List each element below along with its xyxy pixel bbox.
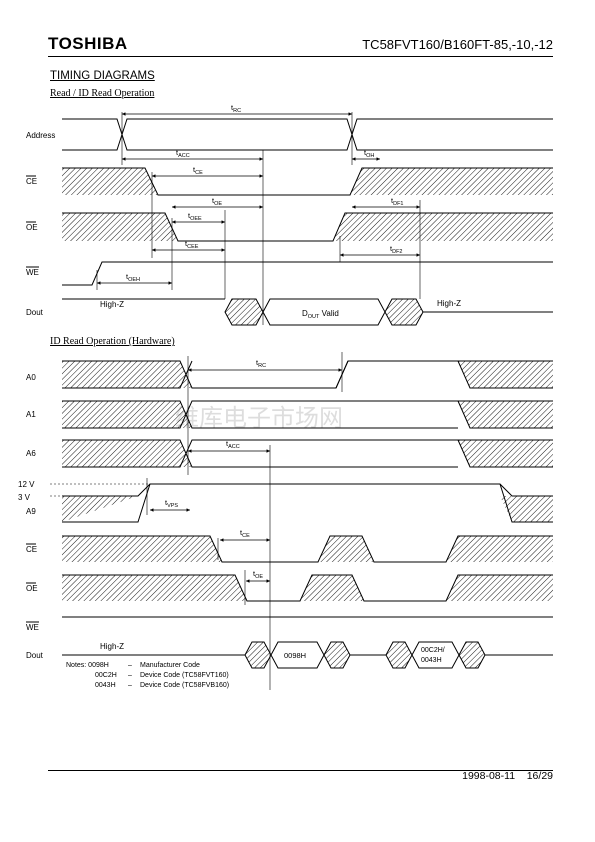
signal-label-a0: A0	[26, 373, 36, 382]
footer-rule	[48, 770, 553, 771]
dout2-transition-2	[323, 641, 351, 669]
label-trc: tRC	[231, 103, 241, 114]
signal-label-dout: Dout	[26, 308, 44, 317]
signal-label-oe: OE	[26, 223, 38, 232]
label2-trc: tRC	[256, 358, 266, 369]
part-number: TC58FVT160/B160FT-85,-10,-12	[362, 37, 553, 52]
waveform-ce2	[62, 535, 553, 563]
signal-label-we: WE	[26, 268, 39, 277]
section-title: TIMING DIAGRAMS	[50, 70, 155, 82]
label-tcee: tCEE	[185, 239, 199, 250]
signal-label-a1: A1	[26, 410, 36, 419]
dout2-transition-4	[458, 641, 486, 669]
note-2-desc: Device Code (TC58FVT160)	[140, 672, 229, 679]
header-rule	[48, 56, 553, 57]
dout-transition-2	[384, 298, 424, 326]
label-tdf1: tDF1	[391, 196, 403, 207]
diagram2-title: ID Read Operation (Hardware)	[50, 336, 175, 347]
signal-label-a6: A6	[26, 449, 36, 458]
label-dout-valid: DOUT Valid	[302, 309, 339, 320]
label-highz-right: High-Z	[437, 299, 461, 308]
footer-page: 16/29	[526, 770, 553, 782]
label-toe: tOE	[212, 196, 222, 207]
label-tacc: tACC	[176, 148, 190, 159]
signal-label-we2: WE	[26, 623, 39, 632]
label2-tce: tCE	[240, 528, 250, 539]
signal-label-a9: A9	[26, 507, 36, 516]
label2-code2-line2: 0043H	[421, 657, 442, 664]
level-12v: 12 V	[18, 480, 35, 489]
note-3-dash: –	[128, 682, 132, 689]
label2-code2-line1: 00C2H/	[421, 647, 445, 654]
dout2-code2-box	[411, 641, 460, 669]
label2-tacc: tACC	[226, 439, 240, 450]
diagram1-title: Read / ID Read Operation	[50, 88, 155, 99]
footer-date: 1998-08-11	[462, 770, 516, 782]
signal-label-oe2: OE	[26, 584, 38, 593]
level-3v: 3 V	[18, 493, 31, 502]
label2-tvps: tVPS	[165, 498, 178, 509]
label-toee: tOEE	[188, 211, 202, 222]
note-1-code: Notes: 0098H	[66, 662, 109, 669]
label2-code1: 0098H	[284, 651, 306, 660]
signal-label-address: Address	[26, 131, 55, 140]
waveform-oe2	[62, 574, 553, 602]
watermark: 维库电子市场网	[175, 404, 343, 432]
label-toh: tOH	[364, 148, 374, 159]
note-3-code: 0043H	[95, 682, 116, 689]
waveform-address-lower	[62, 118, 553, 151]
note-3-desc: Device Code (TC58FVB160)	[140, 682, 229, 689]
signal-label-dout2: Dout	[26, 651, 44, 660]
note-2-dash: –	[128, 672, 132, 679]
note-1-desc: Manufacturer Code	[140, 662, 200, 669]
dout2-transition-3	[385, 641, 413, 669]
label2-highz: High-Z	[100, 642, 124, 651]
label-tce: tCE	[193, 165, 203, 176]
footer: 1998-08-11 16/29	[462, 770, 553, 782]
signal-label-ce: CE	[26, 177, 37, 186]
dout-transition-1	[224, 298, 264, 326]
waveform-address-upper	[62, 118, 553, 151]
label-highz-left: High-Z	[100, 300, 124, 309]
dout2-transition-1	[244, 641, 272, 669]
note-1-dash: –	[128, 662, 132, 669]
brand-logo: TOSHIBA	[48, 34, 128, 53]
label-toeh: tOEH	[126, 272, 140, 283]
waveform-a9	[62, 483, 513, 497]
label2-toe: tOE	[253, 569, 263, 580]
label-tdf2: tDF2	[390, 244, 402, 255]
note-2-code: 00C2H	[95, 672, 117, 679]
signal-label-ce2: CE	[26, 545, 37, 554]
